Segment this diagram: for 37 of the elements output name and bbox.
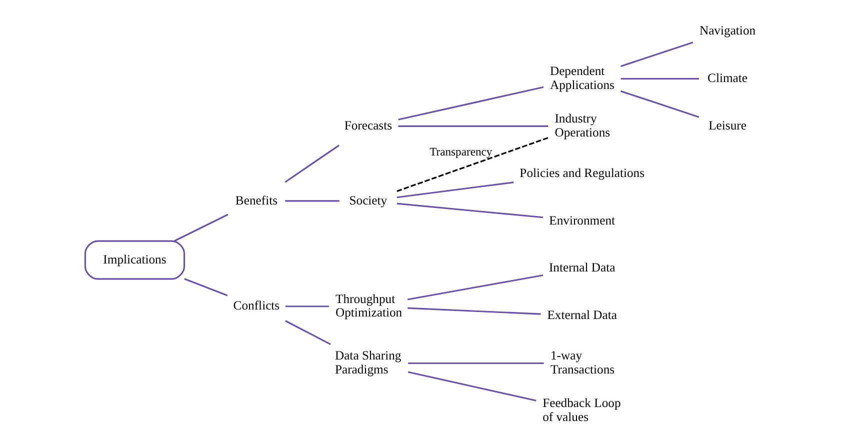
node-text: External Data: [546, 308, 616, 322]
node-text: Feedback Loop of values: [542, 396, 620, 424]
connector: [184, 278, 228, 296]
node-box: Implications: [84, 240, 185, 280]
node-text: Throughput Optimization: [335, 292, 402, 320]
node-text: Society: [348, 193, 387, 208]
connector: [173, 214, 228, 242]
node-text: Navigation: [698, 24, 756, 38]
connector: [396, 202, 543, 218]
node-text: Benefits: [234, 193, 278, 208]
connector: [620, 78, 699, 80]
node-text: Environment: [548, 213, 615, 228]
connector: [620, 90, 699, 118]
node-text: 1-way Transactions: [550, 348, 614, 376]
node-text: Conflicts: [232, 298, 280, 313]
node-text: Data Sharing Paradigms: [334, 348, 401, 376]
connector: [407, 371, 536, 402]
node-text: Dependent Applications: [549, 64, 614, 92]
connector: [396, 182, 514, 198]
node-text: Internal Data: [548, 260, 615, 275]
connector: [284, 320, 330, 345]
node-text: Industry Operations: [554, 112, 610, 140]
node-text: Forecasts: [344, 118, 392, 132]
connector: [284, 306, 328, 308]
connector: [284, 144, 340, 183]
connector: [398, 86, 544, 120]
connector: [398, 125, 548, 127]
connector: [620, 42, 693, 68]
node-text: Leisure: [708, 118, 746, 132]
connector: [408, 362, 544, 364]
connector: [284, 200, 339, 202]
edge-label: Transparency: [429, 145, 492, 158]
connector: [396, 137, 548, 192]
node-text: Climate: [707, 71, 748, 85]
connector: [406, 274, 543, 300]
node-text: Policies and Regulations: [519, 166, 644, 180]
connector: [407, 307, 540, 315]
